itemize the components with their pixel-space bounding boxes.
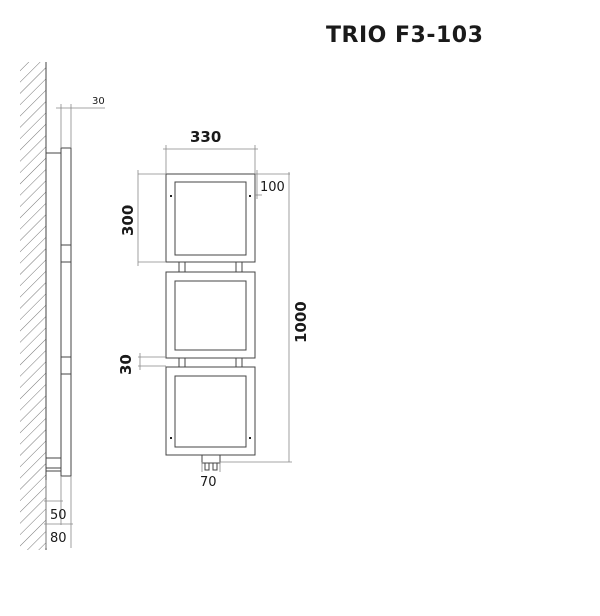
dimension-wall-offset: [56, 104, 105, 148]
label-wall-offset: 30: [92, 96, 105, 107]
front-view: [165, 173, 256, 471]
label-pipe-size: 30: [117, 354, 135, 375]
dimension-width: [163, 145, 258, 174]
label-width: 330: [190, 128, 221, 146]
dimension-total-height: [220, 172, 292, 463]
dimension-panel-height: [137, 170, 166, 266]
label-depth-inner: 50: [50, 508, 67, 523]
dimension-depth: [44, 476, 73, 548]
label-connection-spacing: 70: [200, 475, 217, 490]
label-top-offset: 100: [260, 180, 285, 195]
side-view: [45, 147, 72, 477]
model-title: TRIO F3-103: [326, 23, 484, 48]
panel-middle: [165, 271, 256, 359]
label-total-height: 1000: [292, 301, 310, 343]
label-panel-height: 300: [119, 205, 137, 236]
label-depth-outer: 80: [50, 531, 67, 546]
panel-top: [165, 173, 256, 263]
dimension-pipe-size: [138, 353, 166, 370]
dimension-connection-spacing: [201, 462, 221, 472]
dimension-top-offset: [255, 170, 290, 199]
wall: [20, 62, 47, 550]
panel-bottom: [165, 366, 256, 456]
